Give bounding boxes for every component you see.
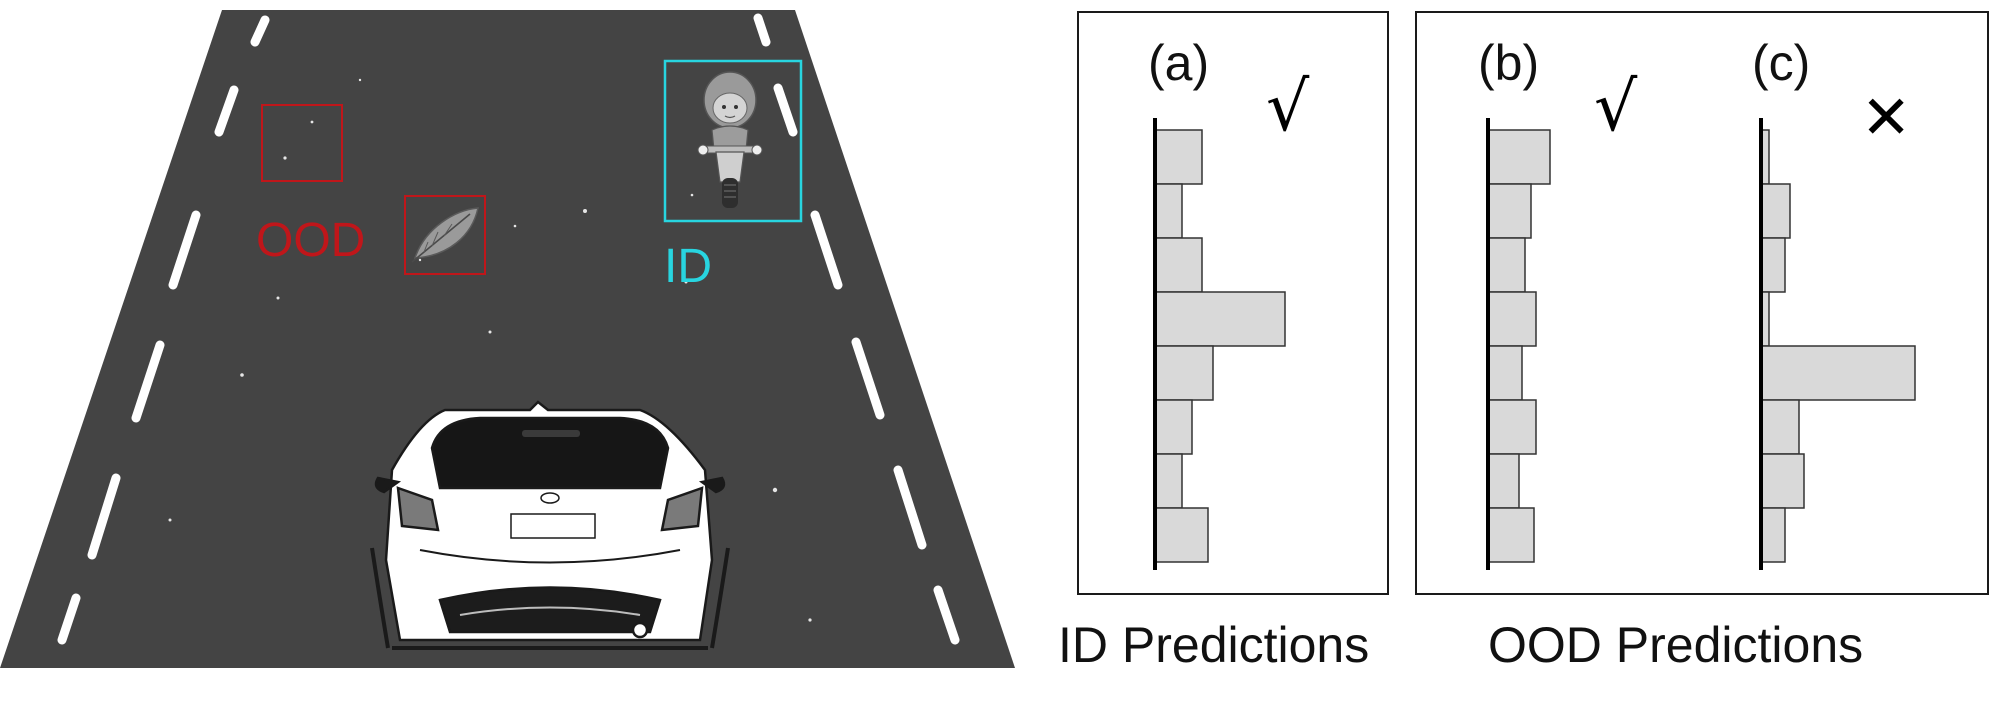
histogram-a-bar [1154, 183, 1183, 239]
ood-label: OOD [256, 214, 365, 267]
histogram-a [1153, 118, 1286, 570]
histogram-b-bar [1487, 237, 1526, 293]
histogram-a-bar [1154, 291, 1286, 347]
ood-box-upper [261, 104, 343, 182]
histogram-b-bar [1487, 399, 1537, 455]
road-scene: OOD ID [0, 10, 1015, 668]
panel-b-tag: (b) [1478, 35, 1539, 91]
leaf-icon [411, 207, 479, 263]
histogram-c-bar [1760, 237, 1786, 293]
check-icon-a: √ [1266, 68, 1310, 147]
panel-c-tag: (c) [1752, 35, 1810, 91]
histogram-b [1486, 118, 1551, 570]
histogram-a-bar [1154, 399, 1193, 455]
histogram-b-bar [1487, 507, 1535, 563]
road-surface [0, 10, 1015, 668]
histogram-a-bar [1154, 129, 1203, 185]
car-icon [370, 400, 730, 650]
histogram-c-bar [1760, 399, 1800, 455]
histogram-b-bar [1487, 453, 1520, 509]
histogram-a-bar [1154, 345, 1214, 401]
ood-box-leaf [404, 195, 486, 275]
histogram-b-bar [1487, 345, 1523, 401]
id-label: ID [664, 240, 712, 293]
panels-bc-frame [1415, 11, 1989, 595]
panel-a-frame [1077, 11, 1389, 595]
motorcyclist-icon [697, 71, 763, 208]
histogram-a-bar [1154, 237, 1203, 293]
left-lane-markings [57, 15, 270, 645]
ood-predictions-caption: OOD Predictions [1488, 617, 1863, 673]
panel-a-tag: (a) [1148, 35, 1209, 91]
histogram-a-bar [1154, 507, 1209, 563]
histogram-c-bar [1760, 453, 1805, 509]
histogram-c-bar [1760, 183, 1791, 239]
right-lane-markings [753, 13, 960, 645]
id-box [663, 59, 803, 223]
histogram-b-bar [1487, 183, 1532, 239]
road-specks [168, 78, 812, 622]
check-icon-b: √ [1594, 68, 1638, 147]
histogram-c-bar [1760, 345, 1916, 401]
cross-icon-c: ✕ [1861, 83, 1911, 153]
histogram-b-bar [1487, 291, 1537, 347]
histogram-c [1759, 118, 1916, 570]
histogram-a-bar [1154, 453, 1183, 509]
id-predictions-caption: ID Predictions [1058, 617, 1369, 673]
histogram-b-bar [1487, 129, 1551, 185]
histogram-c-bar [1760, 507, 1786, 563]
